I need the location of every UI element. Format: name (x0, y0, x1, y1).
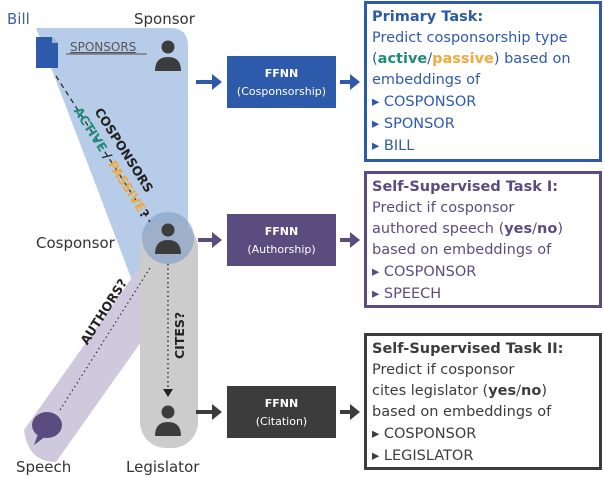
speech-bubble-icon (32, 412, 62, 445)
self-task-1-line-2: authored speech (yes/no) (372, 221, 563, 237)
self-supervised-task-1-box: Self-Supervised Task I: Predict if cospo… (364, 171, 602, 308)
self-task-1-line-3: based on embeddings of (372, 242, 552, 258)
arrow-to-self-task-2-icon (340, 404, 360, 420)
self-task-2-line-1: Predict if cosponsor (372, 362, 514, 378)
sponsor-person-icon (155, 40, 181, 71)
self-supervised-task-2-box: Self-Supervised Task II: Predict if cosp… (364, 333, 602, 470)
self-task-2-item: ▸ LEGISLATOR (372, 448, 473, 464)
ffnn-cosponsorship-box: FFNN (Cosponsorship) (227, 56, 336, 108)
ffnn-authorship-title: FFNN (265, 225, 298, 238)
self-task-1-title: Self-Supervised Task I: (372, 179, 558, 195)
primary-task-item: ▸ COSPONSOR (372, 94, 476, 110)
cites-edge-label: CITES? (172, 312, 187, 359)
arrow-to-self-task-1-icon (340, 232, 360, 248)
self-task-2-item: ▸ COSPONSOR (372, 426, 476, 442)
arrow-to-cosponsorship-ffnn-icon (196, 74, 222, 90)
ffnn-citation-title: FFNN (265, 397, 298, 410)
self-task-2-title: Self-Supervised Task II: (372, 341, 563, 357)
self-task-1-item: ▸ SPEECH (372, 286, 441, 302)
legislator-person-icon (155, 405, 181, 436)
ffnn-authorship-box: FFNN (Authorship) (227, 214, 336, 266)
active-word: active (378, 51, 428, 67)
passive-word: passive (432, 51, 494, 67)
primary-task-line-3: embeddings of (372, 72, 481, 88)
arrow-to-primary-task-icon (340, 74, 360, 90)
primary-task-item: ▸ SPONSOR (372, 116, 455, 132)
arrow-to-authorship-ffnn-icon (198, 232, 222, 248)
ffnn-authorship-subtitle: (Authorship) (247, 243, 315, 256)
legislator-label: Legislator (126, 458, 200, 476)
cosponsors-edge-line (55, 75, 151, 223)
self-task-2-line-2: cites legislator (yes/no) (372, 383, 547, 399)
bill-label: Bill (7, 10, 30, 28)
arrow-to-citation-ffnn-icon (196, 404, 222, 420)
primary-task-title: Primary Task: (372, 9, 483, 25)
self-task-2-line-3: based on embeddings of (372, 404, 552, 420)
authors-edge-line (59, 267, 151, 411)
ffnn-citation-box: FFNN (Citation) (227, 386, 336, 438)
sponsors-edge-label: SPONSORS (70, 40, 136, 54)
self-task-1-item: ▸ COSPONSOR (372, 264, 476, 280)
cosponsor-label: Cosponsor (36, 234, 116, 252)
primary-task-line-2: (active/passive) based on (372, 51, 571, 67)
ffnn-citation-subtitle: (Citation) (256, 415, 307, 428)
bill-document-icon (36, 37, 58, 68)
ffnn-cosponsorship-subtitle: (Cosponsorship) (237, 85, 326, 98)
cosponsor-legislator-band (140, 222, 198, 448)
primary-task-item: ▸ BILL (372, 138, 414, 154)
cosponsor-person-icon (155, 223, 181, 254)
cites-arrowhead-icon (163, 389, 173, 397)
primary-task-line-1: Predict cosponsorship type (372, 30, 568, 46)
primary-task-box: Primary Task: Predict cosponsorship type… (364, 1, 602, 162)
self-task-1-line-1: Predict if cosponsor (372, 200, 514, 216)
cosponsor-highlight (142, 212, 194, 264)
ffnn-cosponsorship-title: FFNN (265, 67, 298, 80)
speech-label: Speech (16, 458, 71, 476)
sponsor-label: Sponsor (134, 10, 196, 28)
